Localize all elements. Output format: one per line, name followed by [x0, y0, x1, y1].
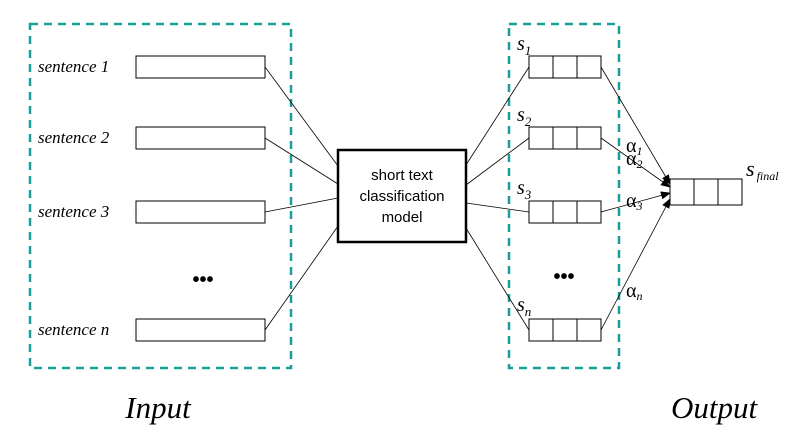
sentence-label-2: sentence 2	[38, 128, 110, 147]
vector-label-sn: sn	[517, 294, 531, 319]
output-ellipsis: •••	[553, 266, 574, 288]
edge-sentence1-model	[264, 66, 339, 167]
vector-s2	[528, 126, 602, 150]
weight-label-a3: α3	[626, 190, 642, 213]
edge-model-s1	[465, 66, 530, 166]
vector-s3	[528, 200, 602, 224]
arrow-s3-final	[600, 191, 671, 213]
input-ellipsis: •••	[192, 269, 213, 291]
vector-s1	[528, 55, 602, 79]
edge-model-s2	[465, 137, 530, 186]
weight-label-a1: α1	[626, 135, 642, 158]
edge-sentence2-model	[264, 137, 339, 185]
sentence-box-n	[135, 318, 266, 342]
edge-model-s3	[465, 202, 530, 213]
model-label-line-3: model	[382, 209, 423, 226]
weight-label-an: αn	[626, 280, 642, 303]
sentence-label-1: sentence 1	[38, 57, 109, 76]
edge-sentence3-model	[264, 197, 339, 213]
model-label-line-2: classification	[359, 188, 444, 205]
sentence-box-1	[135, 55, 266, 79]
input-group-border	[28, 22, 293, 370]
model-box	[336, 148, 468, 244]
sentence-box-2	[135, 126, 266, 150]
vector-label-s2: s2	[517, 104, 532, 129]
vector-label-s1: s1	[517, 33, 531, 58]
sentence-label-n: sentence n	[38, 320, 109, 339]
sentence-label-3: sentence 3	[38, 202, 109, 221]
edge-model-sn	[465, 227, 530, 331]
sentence-box-3	[135, 200, 266, 224]
input-caption: Input	[124, 390, 192, 425]
vector-sn	[528, 318, 602, 342]
output-caption: Output	[671, 390, 759, 425]
arrow-s1-final	[600, 66, 671, 185]
arrow-s2-final	[600, 137, 671, 188]
vector-label-s3: s3	[517, 177, 532, 202]
edge-sentencen-model	[264, 225, 339, 331]
model-label-line-1: short text	[371, 167, 434, 184]
output-group-border	[507, 22, 621, 370]
weight-label-a2: α2	[626, 148, 642, 171]
vector-s-final	[669, 178, 743, 206]
arrow-sn-final	[600, 198, 671, 331]
